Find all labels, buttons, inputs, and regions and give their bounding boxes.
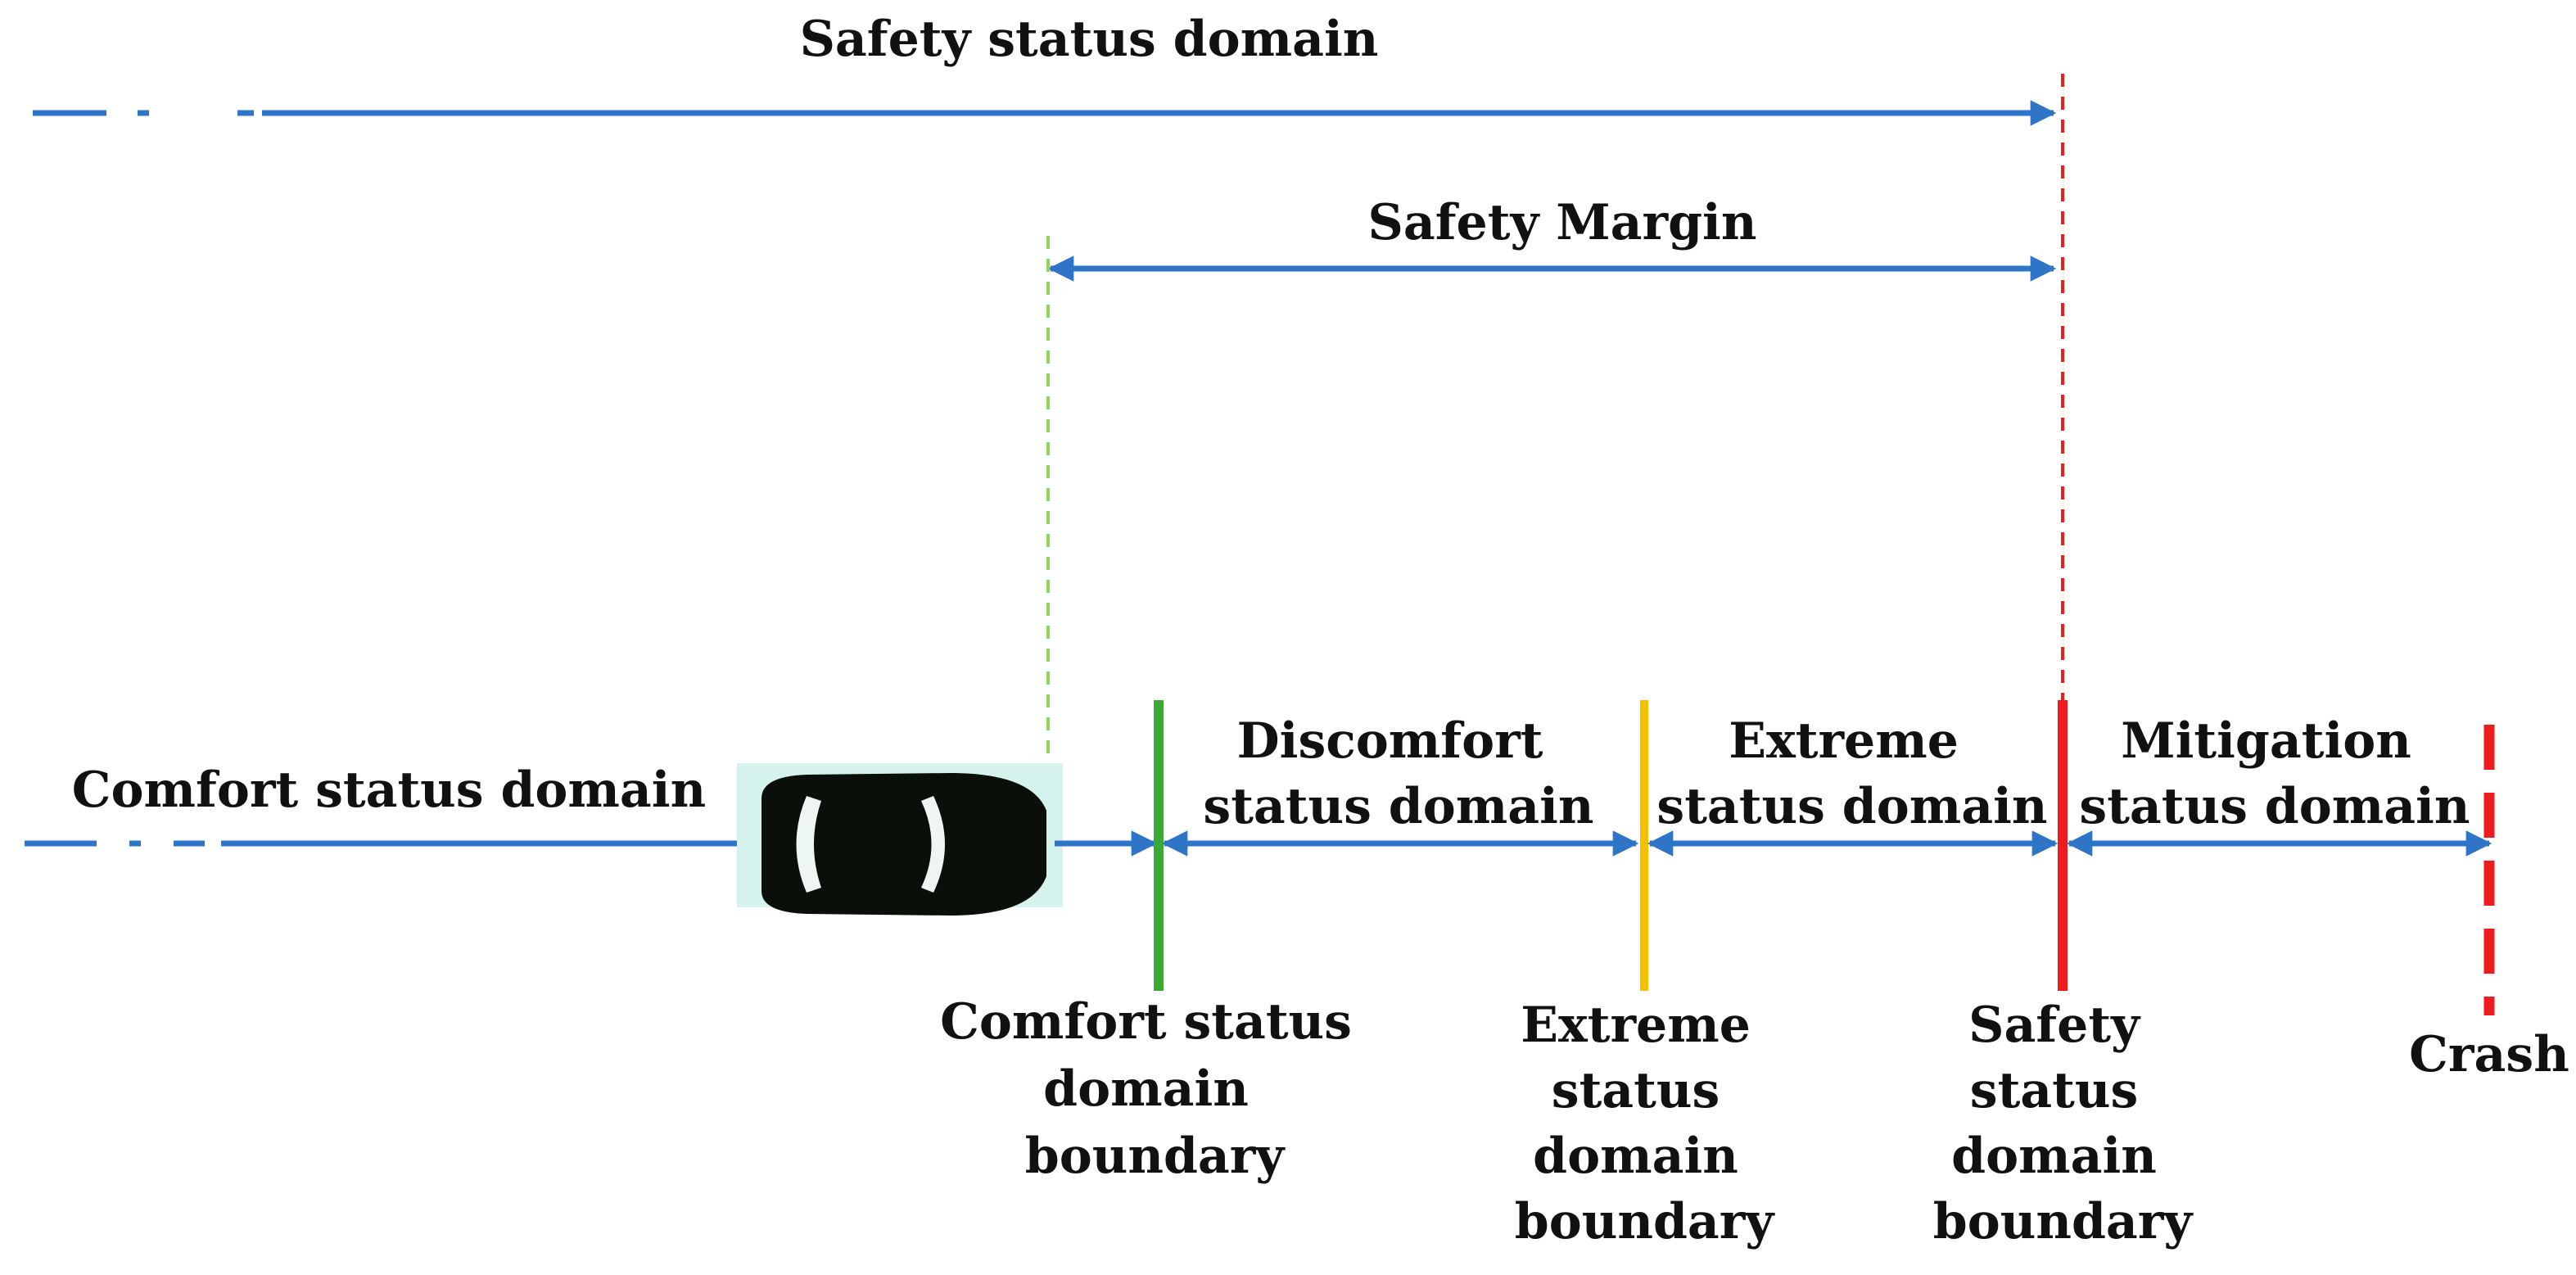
mitigation-domain-label: Mitigation status domain: [2079, 712, 2470, 835]
discomfort-domain-label: Discomfort status domain: [1203, 712, 1593, 835]
safety-margin-title: Safety Margin: [1368, 194, 1757, 251]
extreme-boundary-label: Extreme status domain boundary: [1515, 997, 1776, 1250]
comfort-status-domain-label: Comfort status domain: [72, 762, 706, 819]
safety-boundary-label: Safety status domain boundary: [1933, 997, 2194, 1250]
comfort-boundary-label: Comfort status domain boundary: [940, 993, 1369, 1185]
safety-status-domain-title: Safety status domain: [800, 11, 1379, 68]
car-top-view-icon: [737, 763, 1063, 916]
extreme-domain-label: Extreme status domain: [1656, 712, 2047, 835]
crash-label: Crash: [2409, 1026, 2569, 1083]
